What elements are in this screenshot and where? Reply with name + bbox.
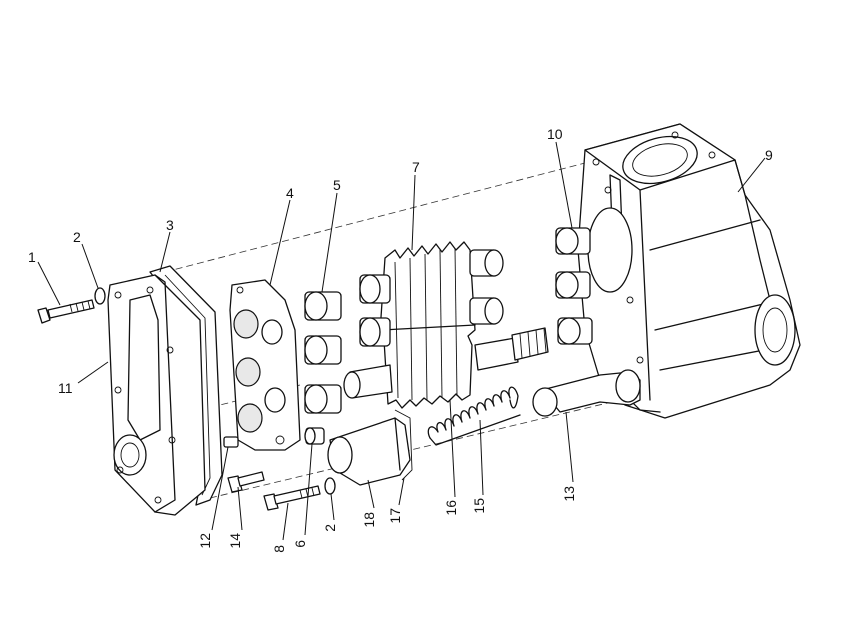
label-1: 1: [28, 249, 36, 265]
bearing-plate: [229, 279, 301, 451]
gear-pair: [343, 241, 519, 409]
label-6: 6: [292, 540, 308, 548]
splined-shaft-end: [511, 327, 549, 361]
label-2-top: 2: [73, 229, 81, 245]
label-12: 12: [197, 533, 213, 549]
label-13: 13: [561, 486, 577, 502]
label-14: 14: [227, 533, 243, 549]
label-2-bottom: 2: [322, 524, 338, 532]
bolt-long: [37, 299, 95, 324]
washer-bottom: [324, 477, 336, 495]
washer-top: [94, 287, 106, 305]
label-10: 10: [547, 126, 563, 142]
label-17: 17: [387, 508, 403, 524]
small-dowel: [223, 436, 239, 448]
label-3: 3: [166, 217, 174, 233]
label-7: 7: [412, 159, 420, 175]
label-9: 9: [765, 147, 773, 163]
label-16: 16: [443, 500, 459, 516]
dowel-pin: [304, 427, 325, 445]
relief-valve-cover: [327, 409, 413, 486]
spring: [427, 386, 521, 446]
label-11: 11: [58, 380, 73, 396]
label-5: 5: [333, 177, 341, 193]
end-cover: [107, 274, 206, 516]
bushings: [304, 291, 342, 414]
housing-bushings: [555, 227, 593, 345]
label-8: 8: [271, 545, 287, 553]
label-4: 4: [286, 185, 294, 201]
valve-sleeve: [532, 369, 641, 417]
label-18: 18: [361, 512, 377, 528]
label-15: 15: [471, 498, 487, 514]
pump-housing: [577, 123, 801, 419]
leader-lines: [37, 141, 766, 541]
bolt-medium: [263, 485, 321, 511]
callout-labels: 1 2 3 4 5 7 10 9 11 12 14 8 6 2 18 17 16…: [28, 126, 773, 553]
